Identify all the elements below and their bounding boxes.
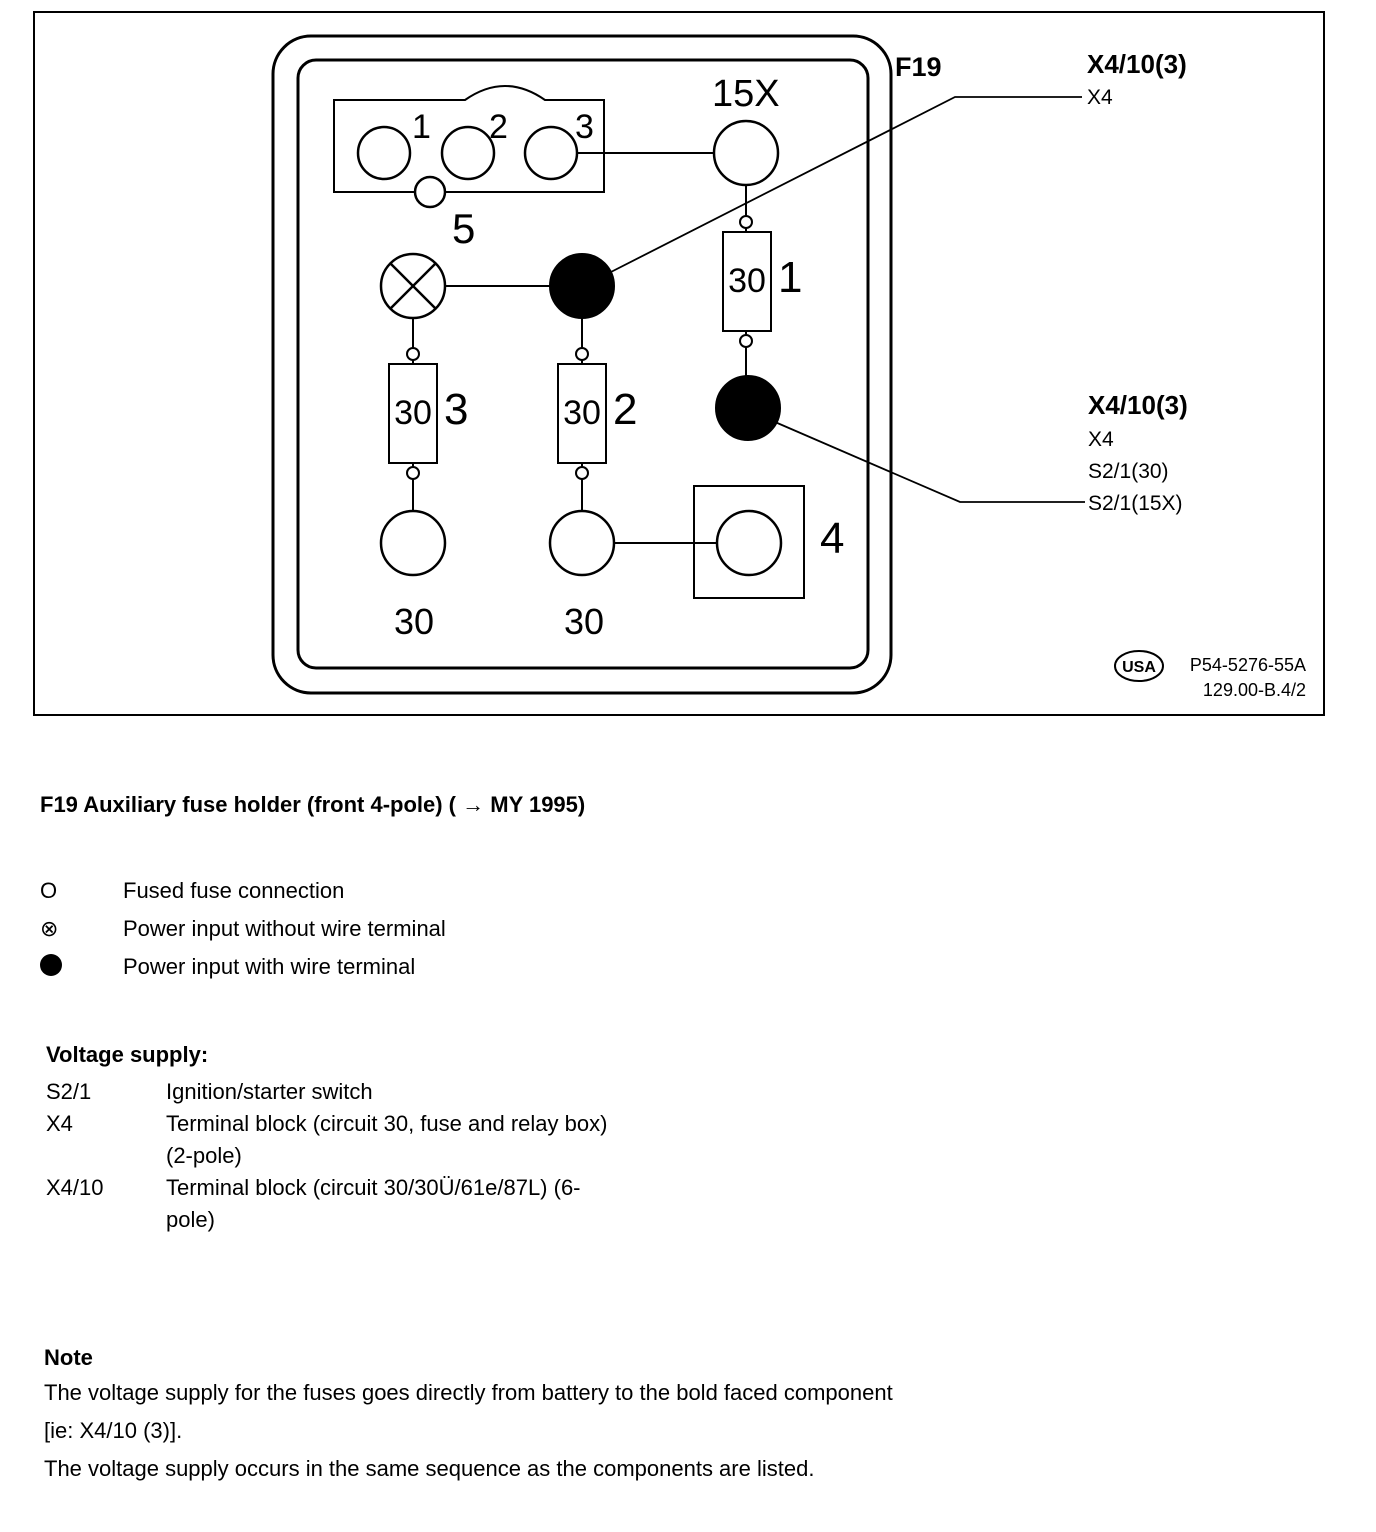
figure-id-line: 129.00-B.4/2: [1203, 680, 1306, 700]
connector-block: [333, 85, 605, 193]
fuse1-body: [722, 231, 772, 332]
connector-label-2: 2: [489, 108, 508, 146]
voltage-supply-item: S2/1 Ignition/starter switch: [46, 1076, 626, 1108]
filled-circle-icon: [40, 952, 80, 982]
terminal-15x: [712, 119, 780, 187]
connector-pin-2: [440, 125, 496, 181]
figure-id-line: P54-5276-55A: [1190, 655, 1306, 675]
fuse3-value: 30: [394, 394, 432, 432]
fuse3-body: [388, 363, 438, 464]
box-4-terminal: [715, 509, 783, 577]
power-input-with-terminal-right: [715, 375, 781, 441]
terminal-30-left: [379, 509, 447, 577]
terminal-30-center-label: 30: [564, 601, 604, 642]
fuse2-contact-bottom: [575, 466, 589, 480]
open-circle-icon: O: [40, 878, 58, 903]
note-section: Note The voltage supply for the fuses go…: [44, 1342, 893, 1488]
ref-top-title: X4/10(3): [1087, 49, 1187, 79]
fuse1-contact-top: [739, 215, 753, 229]
leader-line-top: [606, 96, 1082, 275]
connector-pin-5: [413, 175, 447, 209]
component-code: S2/1: [46, 1079, 92, 1104]
connector-label-1: 1: [412, 108, 431, 146]
cross-mark-b: [389, 262, 437, 310]
legend-text: Power input with wire terminal: [123, 954, 416, 979]
connector-pin-3: [523, 125, 579, 181]
power-input-with-terminal-center: [549, 253, 615, 319]
ref-bottom-line: X4: [1088, 428, 1114, 451]
ref-bottom-line: S2/1(30): [1088, 460, 1169, 483]
fuse3-number: 3: [444, 385, 468, 434]
box-4: [693, 485, 805, 599]
component-description: Terminal block (circuit 30/30Ü/61e/87L) …: [166, 1175, 581, 1232]
diagram-frame: [33, 11, 1325, 716]
ref-bottom-line: S2/1(15X): [1088, 492, 1183, 515]
fuse3-contact-top: [406, 347, 420, 361]
fuse2-contact-top: [575, 347, 589, 361]
terminal-30-left-label: 30: [394, 601, 434, 642]
terminal-15x-label: 15X: [712, 73, 780, 115]
legend-text: Fused fuse connection: [123, 878, 345, 903]
voltage-supply-title: Voltage supply:: [46, 1042, 209, 1067]
component-code: X4/10: [46, 1175, 104, 1200]
fuse1-value: 30: [728, 262, 766, 300]
connector-pin-1: [356, 125, 412, 181]
voltage-supply-item: X4 Terminal block (circuit 30, fuse and …: [46, 1108, 626, 1172]
ref-top-line: X4: [1087, 86, 1113, 109]
leader-line-bottom: [774, 421, 1085, 503]
usa-badge: [1114, 650, 1164, 682]
fuse1-contact-bottom: [739, 334, 753, 348]
fuse3-contact-bottom: [406, 466, 420, 480]
usa-badge-text: USA: [1122, 659, 1156, 676]
holder-inner-outline: [296, 58, 870, 670]
voltage-supply-section: Voltage supply: S2/1 Ignition/starter sw…: [46, 1040, 626, 1236]
holder-outer-outline: [271, 34, 893, 695]
connector-label-3: 3: [575, 108, 594, 146]
component-code: X4: [46, 1111, 73, 1136]
note-line: The voltage supply for the fuses goes di…: [44, 1380, 893, 1405]
connector-label-5: 5: [452, 205, 475, 252]
box-4-label: 4: [820, 514, 844, 563]
note-line: [ie: X4/10 (3)].: [44, 1418, 183, 1443]
fuse1-number: 1: [778, 253, 802, 302]
fuse2-value: 30: [563, 394, 601, 432]
voltage-supply-item: X4/10 Terminal block (circuit 30/30Ü/61e…: [46, 1172, 626, 1236]
holder-label: F19: [895, 52, 942, 82]
ref-bottom-title: X4/10(3): [1088, 390, 1188, 420]
fuse-holder-diagram: F19 1 2 3 5 15X 30 1 30 3 30 30 2 30: [33, 11, 1325, 716]
fuse2-number: 2: [613, 385, 637, 434]
crossed-circle-icon: ⊗: [40, 916, 59, 941]
note-title: Note: [44, 1345, 93, 1370]
terminal-30-center: [548, 509, 616, 577]
component-description: Ignition/starter switch: [166, 1079, 373, 1104]
note-line: The voltage supply occurs in the same se…: [44, 1456, 815, 1481]
legend-text: Power input without wire terminal: [123, 916, 446, 941]
figure-caption: F19 Auxiliary fuse holder (front 4-pole)…: [40, 792, 586, 817]
component-description: Terminal block (circuit 30, fuse and rel…: [166, 1111, 608, 1168]
